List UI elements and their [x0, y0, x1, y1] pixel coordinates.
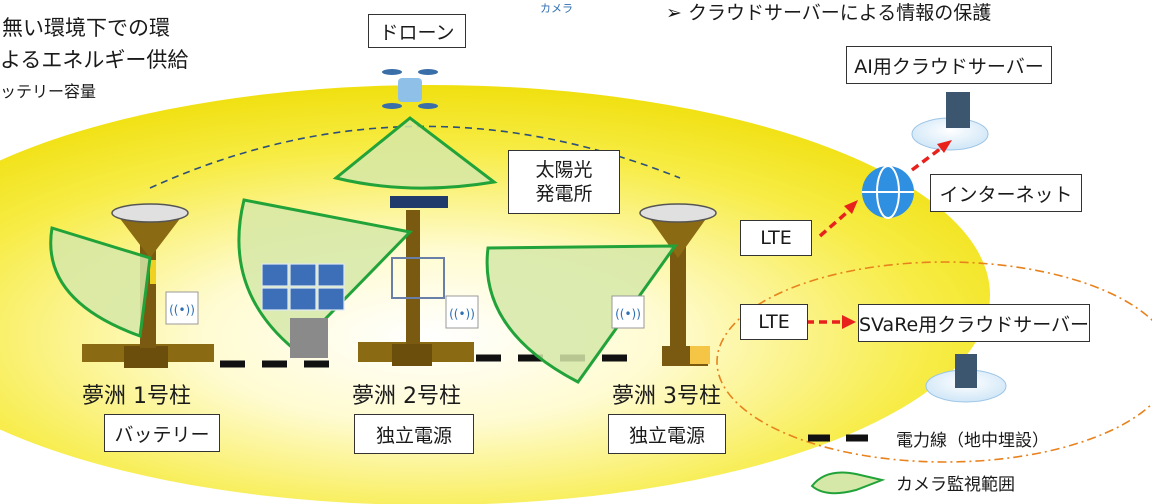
header-right-bullet-text: クラウドサーバーによる情報の保護 — [687, 2, 992, 24]
pole-2-power: 独立電源 — [354, 414, 474, 454]
header-left-line2: よるエネルギー供給 — [0, 48, 189, 72]
solar-panels — [261, 263, 345, 311]
cloud-svare-server-icon — [925, 354, 1007, 403]
svare-server-label: SVaRe用クラウドサーバー — [858, 304, 1090, 342]
ai-server-label: AI用クラウドサーバー — [846, 46, 1052, 84]
pole-1-name: 夢洲 1号柱 — [82, 384, 191, 409]
solar-plant-label-line2: 発電所 — [535, 183, 593, 205]
svg-text:((•)): ((•)) — [169, 303, 195, 317]
header-left-line1: 無い環境下での環 — [2, 16, 170, 40]
solar-plant-label-line1: 太陽光 — [535, 159, 593, 181]
header-camera-fragment: カメラ — [540, 2, 573, 15]
internet-globe-icon — [862, 165, 914, 219]
svg-text:((•)): ((•)) — [615, 307, 641, 321]
solar-plant-label: 太陽光 発電所 — [508, 150, 620, 214]
pole-2-name: 夢洲 2号柱 — [352, 384, 461, 409]
legend-camera-cone-icon — [810, 471, 886, 495]
pole-3-power: 独立電源 — [608, 414, 726, 454]
arrow-internet-to-ai — [910, 144, 946, 172]
legend-power-line-label: 電力線（地中埋設） — [896, 431, 1049, 451]
cloud-ai-server-icon — [911, 92, 989, 151]
header-left-line3: ッテリー容量 — [0, 82, 97, 101]
pole-3 — [639, 203, 717, 366]
camera-cone-drone — [332, 116, 498, 190]
drone-icon — [382, 69, 438, 109]
lte-bottom-label: LTE — [740, 304, 808, 340]
arrow-lte-to-internet — [818, 206, 854, 238]
wifi-badge-1: ((•)) — [165, 291, 199, 325]
pole-1-power: バッテリー — [104, 414, 220, 452]
wifi-badge-2: ((•)) — [445, 295, 479, 329]
pole-2 — [358, 196, 474, 366]
svg-text:((•)): ((•)) — [449, 307, 475, 321]
camera-cone-pole1 — [49, 226, 152, 339]
legend-camera-range-label: カメラ監視範囲 — [896, 475, 1015, 495]
drone-flight-path — [149, 125, 681, 189]
svare-zone — [716, 261, 1152, 463]
header-right-bullet: ➢ クラウドサーバーによる情報の保護 — [666, 0, 991, 25]
pole-3-name: 夢洲 3号柱 — [612, 384, 721, 409]
power-unit — [290, 318, 328, 358]
bullet-arrow-icon: ➢ — [666, 2, 688, 24]
internet-label: インターネット — [930, 174, 1082, 212]
lte-top-label: LTE — [740, 220, 812, 256]
drone-label: ドローン — [368, 14, 466, 48]
camera-cone-pole3 — [485, 244, 678, 384]
wifi-badge-3: ((•)) — [611, 295, 645, 329]
